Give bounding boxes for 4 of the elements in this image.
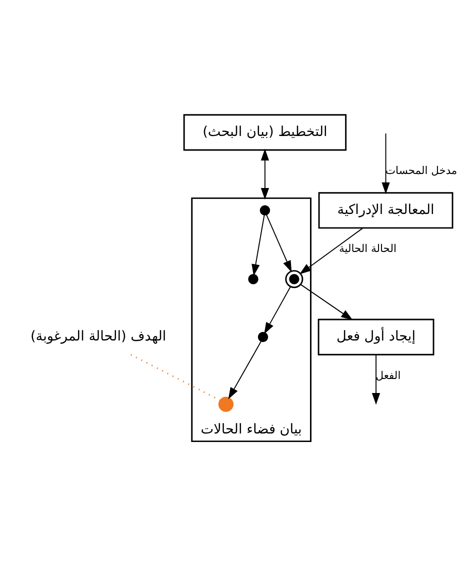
edge-label: مدخل المحسات [385, 164, 458, 177]
edge-label: الفعل [376, 368, 401, 382]
node-text: الهدف (الحالة المرغوبة) [30, 328, 166, 344]
edge-label: الحالة الحالية [339, 242, 396, 255]
